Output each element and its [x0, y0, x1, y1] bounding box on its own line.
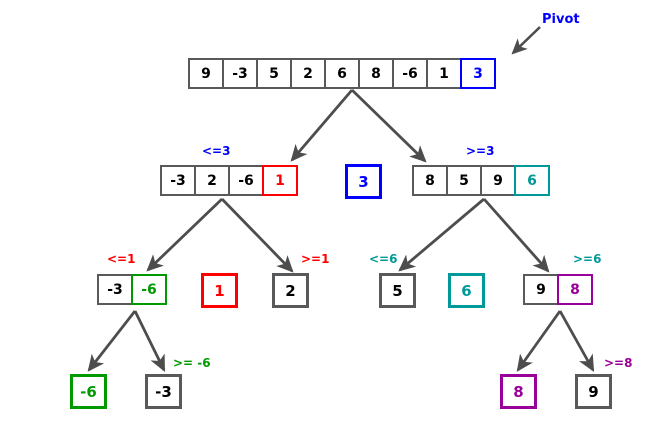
left-partition-label: <=3 — [202, 144, 231, 158]
pivot-callout-arrow — [511, 26, 541, 55]
right-right-partition-array: 9 8 — [523, 274, 593, 305]
left-left-partition-array: -3 -6 — [97, 274, 167, 305]
pivot-cell[interactable]: 8 — [557, 274, 593, 305]
root-array: 9 -3 5 2 6 8 -6 1 3 — [188, 58, 496, 89]
array-cell[interactable]: 9 — [523, 274, 559, 305]
array-cell[interactable]: 9 — [480, 165, 516, 196]
arrow-rightright-to-8 — [516, 310, 562, 372]
array-cell[interactable]: 8 — [412, 165, 448, 196]
array-cell[interactable]: 6 — [324, 58, 360, 89]
right-left-partition-label: <=6 — [369, 252, 398, 266]
left-partition-array: -3 2 -6 1 — [160, 165, 298, 196]
arrow-right-to-rightright — [482, 198, 550, 273]
leaf-box-5[interactable]: 5 — [379, 273, 416, 308]
leaf-box-2[interactable]: 2 — [272, 273, 309, 308]
right-partition-label: >=3 — [466, 144, 495, 158]
array-cell[interactable]: -3 — [222, 58, 258, 89]
array-cell[interactable]: 8 — [358, 58, 394, 89]
array-cell[interactable]: 2 — [194, 165, 230, 196]
right-partition-array: 8 5 9 6 — [412, 165, 550, 196]
arrow-rightright-to-9 — [558, 310, 595, 372]
arrow-left-to-leftleft — [146, 197, 223, 272]
array-cell[interactable]: 9 — [188, 58, 224, 89]
pivot-cell[interactable]: 3 — [460, 58, 496, 89]
array-cell[interactable]: 5 — [256, 58, 292, 89]
leaf-9-label: >=8 — [604, 356, 633, 370]
array-cell[interactable]: -3 — [97, 274, 133, 305]
array-cell[interactable]: -3 — [160, 165, 196, 196]
array-cell[interactable]: 5 — [446, 165, 482, 196]
pivot-box-6[interactable]: 6 — [448, 273, 485, 308]
arrow-right-to-rightleft — [398, 197, 485, 272]
left-right-partition-label: >=1 — [301, 252, 330, 266]
pivot-box-3[interactable]: 3 — [345, 164, 382, 199]
array-cell[interactable]: -6 — [228, 165, 264, 196]
leaf-box-neg3[interactable]: -3 — [145, 374, 182, 409]
pivot-cell[interactable]: 6 — [514, 165, 550, 196]
array-cell[interactable]: 1 — [426, 58, 462, 89]
pivot-box-8[interactable]: 8 — [500, 374, 537, 409]
pivot-box-neg6[interactable]: -6 — [70, 374, 107, 409]
pivot-cell[interactable]: 1 — [262, 165, 298, 196]
left-left-partition-label: <=1 — [107, 252, 136, 266]
pivot-box-1[interactable]: 1 — [201, 273, 238, 308]
arrow-root-to-left — [290, 89, 354, 162]
array-cell[interactable]: -6 — [392, 58, 428, 89]
right-right-partition-label: >=6 — [573, 252, 602, 266]
pivot-callout-label: Pivot — [542, 12, 580, 27]
array-cell[interactable]: 2 — [290, 58, 326, 89]
pivot-cell[interactable]: -6 — [131, 274, 167, 305]
arrow-leftleft-to-neg6 — [87, 310, 137, 372]
leaf-neg3-label: >= -6 — [173, 356, 211, 370]
arrow-root-to-right — [351, 88, 427, 163]
leaf-box-9[interactable]: 9 — [575, 374, 612, 409]
arrow-left-to-leftright — [220, 198, 294, 273]
arrow-leftleft-to-neg3 — [133, 310, 166, 373]
